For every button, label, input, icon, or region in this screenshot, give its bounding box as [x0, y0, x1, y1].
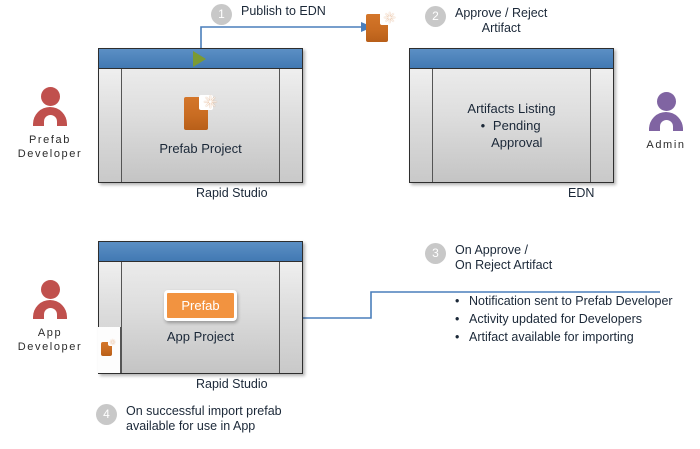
window-edn[interactable]: Artifacts Listing • Pending Approval: [409, 48, 614, 183]
artifact-burst-icon: ✳: [203, 93, 218, 112]
artifact-notch: [107, 340, 114, 347]
artifact-notch: [379, 12, 392, 25]
step-3-label: On Approve / On Reject Artifact: [455, 243, 553, 272]
outcome-text: Artifact available for importing: [469, 330, 634, 344]
main-pane: Artifacts Listing • Pending Approval: [433, 69, 590, 182]
right-pane: [590, 69, 613, 182]
right-pane: [279, 69, 302, 182]
actor-label: App Developer: [17, 327, 83, 353]
step-1-number: 1: [211, 4, 232, 25]
window-title-bar[interactable]: [410, 49, 613, 69]
prefab-project-artifact-icon: ✳: [183, 93, 218, 132]
artifacts-listing-label: Artifacts Listing: [467, 101, 556, 116]
step-2-number: 2: [425, 6, 446, 27]
artifact-burst-icon: ✳: [109, 338, 116, 347]
step-2: 2 Approve / Reject Artifact: [425, 6, 547, 36]
bullet-dot: •: [455, 330, 460, 344]
person-body: [33, 107, 67, 126]
person-body: [649, 112, 683, 131]
person-icon: [27, 85, 73, 129]
window-title-bar[interactable]: [99, 49, 302, 69]
window-rapid-studio-prefab[interactable]: ✳ Prefab Project: [98, 48, 303, 183]
window-rapid-studio-app[interactable]: ✳ Prefab App Project: [98, 241, 303, 374]
artifact-notch: [199, 95, 213, 111]
bullet-dot: •: [480, 118, 486, 133]
app-project-label: App Project: [166, 329, 235, 344]
prefab-project-label: Prefab Project: [159, 141, 242, 156]
bullet-dot: •: [455, 312, 460, 326]
list-item: • Activity updated for Developers: [455, 310, 691, 328]
step-4: 4 On successful import prefab available …: [96, 404, 282, 434]
imported-artifact-icon: ✳: [101, 338, 116, 356]
pending-approval-label: Pending Approval: [491, 118, 543, 150]
actor-label: Admin: [646, 139, 686, 151]
edn-caption: EDN: [568, 186, 595, 200]
main-pane: ✳ Prefab Project: [122, 69, 279, 182]
right-pane: [279, 262, 302, 373]
step-3: 3 On Approve / On Reject Artifact: [425, 243, 552, 273]
step-2-label: Approve / Reject Artifact: [455, 6, 548, 35]
window-body: Artifacts Listing • Pending Approval: [410, 69, 613, 182]
play-triangle-icon[interactable]: [192, 50, 206, 67]
step-4-number: 4: [96, 404, 117, 425]
artifact-icon: ✳: [366, 11, 396, 43]
window-body: ✳ Prefab Project: [99, 69, 302, 182]
prefab-badge[interactable]: Prefab: [164, 290, 237, 321]
actor-app-developer: App Developer: [7, 278, 93, 354]
step-1-label: Publish to EDN: [241, 4, 326, 18]
window-body: ✳ Prefab App Project: [98, 262, 302, 373]
artifact-sheet: [101, 342, 112, 356]
person-head: [40, 87, 60, 106]
outcome-text: Notification sent to Prefab Developer: [469, 294, 673, 308]
person-body: [33, 300, 67, 319]
artifact-burst-icon: ✳: [383, 10, 396, 27]
person-head: [40, 280, 60, 299]
outcome-list: • Notification sent to Prefab Developer …: [455, 292, 691, 346]
person-icon: [643, 90, 689, 134]
person-head: [656, 92, 676, 111]
rapid-studio-app-caption: Rapid Studio: [196, 377, 268, 391]
step-1: 1 Publish to EDN: [211, 4, 326, 25]
left-pane: [99, 69, 122, 182]
outcome-text: Activity updated for Developers: [469, 312, 643, 326]
actor-admin: Admin: [623, 90, 700, 152]
imported-artifact-tile: ✳: [98, 327, 121, 373]
actor-prefab-developer: Prefab Developer: [7, 85, 93, 161]
step-4-label: On successful import prefab available fo…: [126, 404, 282, 433]
bullet-dot: •: [455, 294, 460, 308]
step-3-number: 3: [425, 243, 446, 264]
actor-label: Prefab Developer: [17, 134, 83, 160]
left-pane: [410, 69, 433, 182]
artifacts-listing-bullet: • Pending Approval: [481, 117, 543, 151]
left-pane: ✳: [98, 262, 122, 373]
main-pane: Prefab App Project: [122, 262, 279, 373]
person-icon: [27, 278, 73, 322]
list-item: • Notification sent to Prefab Developer: [455, 292, 691, 310]
rapid-studio-prefab-caption: Rapid Studio: [196, 186, 268, 200]
window-title-bar[interactable]: [99, 242, 302, 262]
list-item: • Artifact available for importing: [455, 328, 691, 346]
